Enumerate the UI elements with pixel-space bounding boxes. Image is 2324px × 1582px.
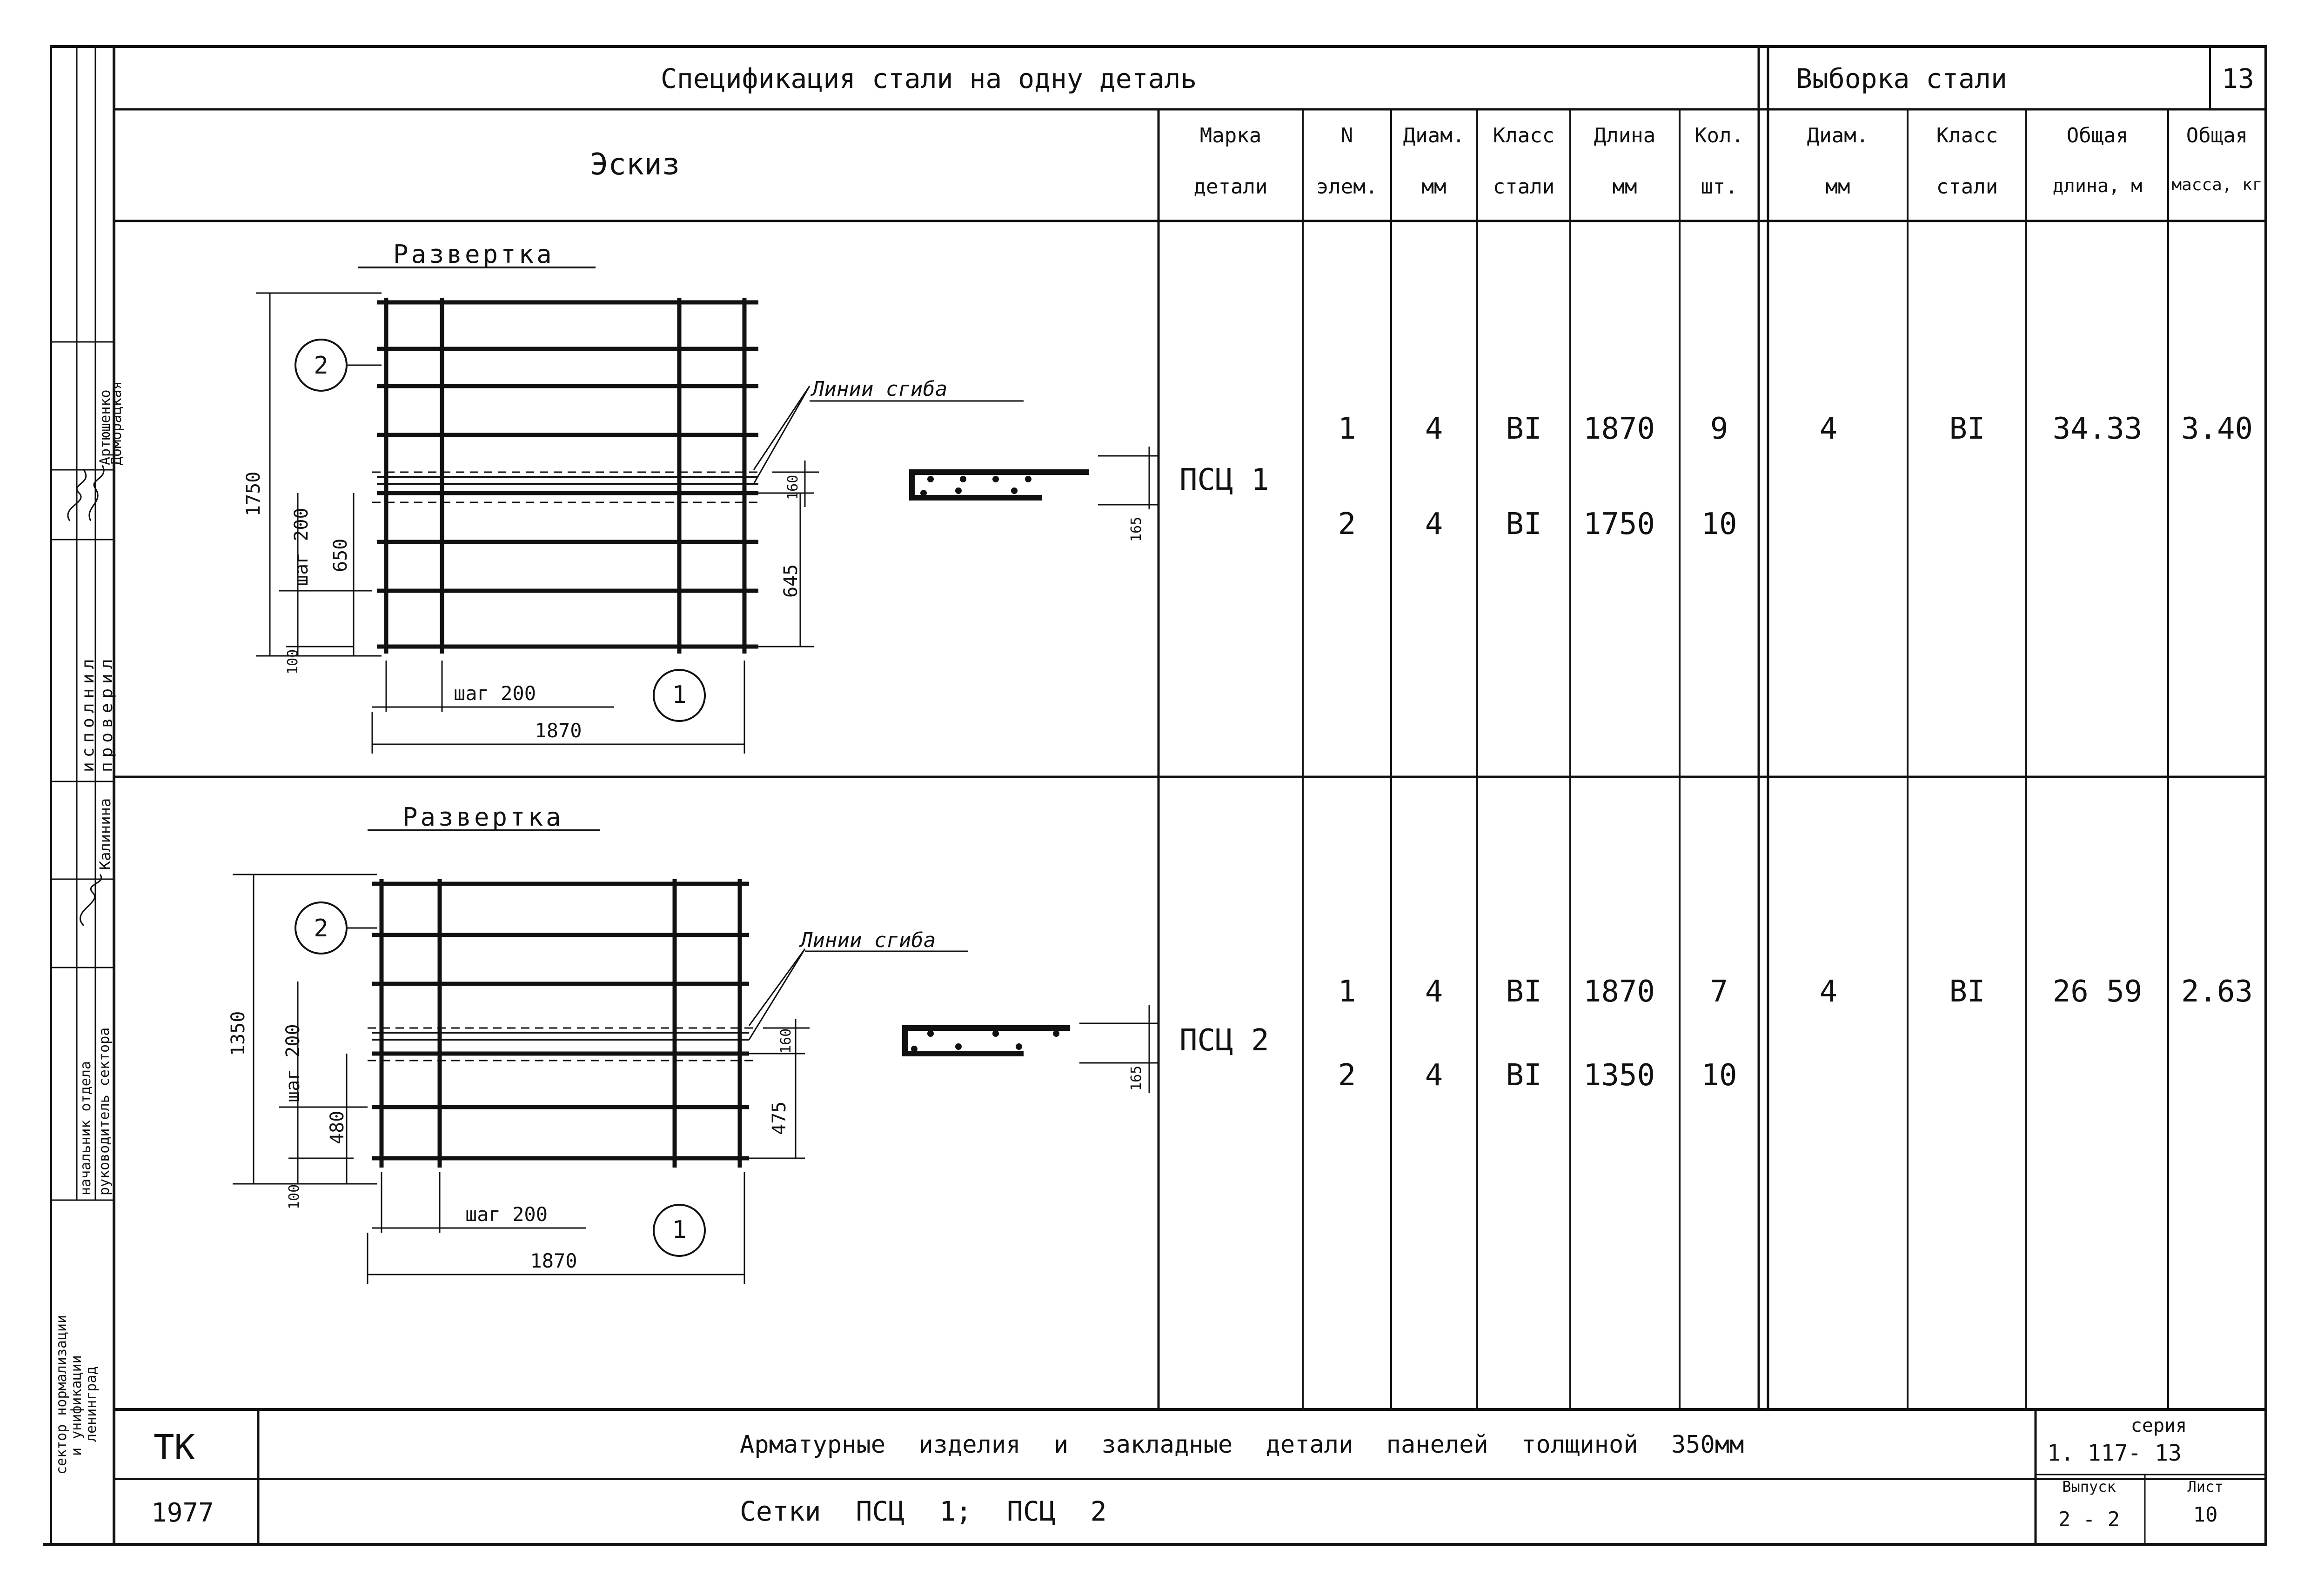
col-total-length-line2: длина, м: [2052, 175, 2143, 197]
sketch1-marker-1-circle: [653, 669, 706, 722]
tb-description: Арматурные изделия и закладные детали па…: [740, 1431, 1744, 1459]
part2-row2-n: 2: [1338, 1058, 1356, 1093]
part1-row1-n: 1: [1338, 412, 1356, 446]
part2-row2-diam: 4: [1425, 1058, 1443, 1093]
tb-code: ТК: [154, 1428, 195, 1468]
part2-row2-length: 1350: [1583, 1058, 1655, 1093]
part2-row1-qty: 7: [1710, 975, 1728, 1009]
part2-row1-diam: 4: [1425, 975, 1443, 1009]
col-qty-line1: Кол.: [1694, 124, 1744, 147]
col-qty-line2: шт.: [1701, 175, 1738, 199]
part2-sel-diam: 4: [1819, 975, 1838, 1009]
col-class-line2: стали: [1493, 175, 1555, 199]
sketch1-bend-label: Линии сгиба: [812, 377, 948, 401]
signature-3: [79, 874, 102, 927]
sketch1-width: 1870: [535, 719, 582, 742]
part2-sel-class: BI: [1949, 975, 1985, 1009]
tb-sheet-value: 10: [2193, 1503, 2218, 1527]
col-mark-line1: Марка: [1199, 124, 1262, 147]
sketch1-label: Развертка: [393, 240, 555, 269]
col-length-line2: мм: [1612, 175, 1637, 199]
part1-row2-length: 1750: [1583, 507, 1655, 541]
sketch2-marker-bottom: 1: [672, 1216, 687, 1244]
spec-title: Спецификация стали на одну деталь: [661, 63, 1197, 94]
signature-1: [67, 469, 87, 521]
part1-row1-qty: 9: [1710, 412, 1728, 446]
tb-issue-label: Выпуск: [2062, 1478, 2116, 1495]
part2-row1-class: BI: [1506, 975, 1542, 1009]
tb-subtitle: Сетки ПСЦ 1; ПСЦ 2: [740, 1495, 1107, 1527]
sketch2-marker-1-circle: [653, 1204, 706, 1257]
tb-sheet-label: Лист: [2187, 1478, 2224, 1495]
part1-row2-class: BI: [1506, 507, 1542, 541]
sketch-column-header: Эскиз: [590, 147, 680, 182]
col-diam-line2: мм: [1421, 175, 1447, 199]
col-mark-line2: детали: [1193, 175, 1268, 199]
sketch1-marker-bottom: 1: [672, 681, 687, 709]
part1-row2-n: 2: [1338, 507, 1356, 541]
part1-row2-qty: 10: [1701, 507, 1737, 541]
part1-row2-diam: 4: [1425, 507, 1443, 541]
sketch1-marker-top: 2: [314, 352, 328, 380]
sketch1-vertical-bars: [384, 298, 747, 654]
tb-series-label: серия: [2130, 1415, 2187, 1436]
part1-sel-diam: 4: [1819, 412, 1838, 446]
part1-row1-class: BI: [1506, 412, 1542, 446]
part1-mark: ПСЦ 1: [1179, 463, 1269, 497]
col-length-line1: Длина: [1594, 124, 1656, 147]
part1-sel-class: BI: [1949, 412, 1985, 446]
col-sel-diam-line2: мм: [1825, 175, 1850, 199]
tb-year: 1977: [151, 1498, 214, 1528]
sketch2-vertical-bars: [379, 879, 742, 1168]
col-sel-class-line2: стали: [1936, 175, 1998, 199]
sketch2-marker-top: 2: [314, 914, 328, 942]
sketch2-bend-label: Линии сгиба: [800, 928, 936, 952]
part2-total-length: 26 59: [2052, 975, 2143, 1009]
sheet-number: 13: [2222, 63, 2254, 94]
part1-total-mass: 3.40: [2181, 412, 2253, 446]
part1-total-length: 34.33: [2052, 412, 2143, 446]
part2-mark: ПСЦ 2: [1179, 1023, 1269, 1058]
sketch2-step-h: шаг 200: [465, 1203, 548, 1226]
col-elem-line1: N: [1340, 124, 1353, 147]
part1-row1-diam: 4: [1425, 412, 1443, 446]
sketch2-horizontal-bars: [372, 881, 749, 1161]
selection-title: Выборка стали: [1796, 63, 2007, 94]
col-elem-line2: элем.: [1316, 175, 1378, 199]
col-sel-class-line1: Класс: [1936, 124, 1998, 147]
part2-row2-class: BI: [1506, 1058, 1542, 1093]
sketch2-width: 1870: [530, 1249, 577, 1272]
signature-2: [88, 465, 105, 521]
part1-row1-length: 1870: [1583, 412, 1655, 446]
sketch1-step-h: шаг 200: [454, 682, 536, 705]
tb-series-value: 1. 117- 13: [2047, 1440, 2182, 1466]
col-sel-diam-line1: Диам.: [1807, 124, 1869, 147]
part2-row2-qty: 10: [1701, 1058, 1737, 1093]
part2-row1-length: 1870: [1583, 975, 1655, 1009]
sketch2-profile: [902, 1025, 1070, 1056]
sketch1-profile: [909, 469, 1089, 501]
part2-total-mass: 2.63: [2181, 975, 2253, 1009]
sketch2-label: Развертка: [402, 802, 564, 832]
col-total-mass-line1: Общая: [2186, 124, 2248, 147]
col-diam-line1: Диам.: [1403, 124, 1465, 147]
col-total-mass-line2: масса, кг: [2171, 175, 2263, 194]
part2-row1-n: 1: [1338, 975, 1356, 1009]
col-class-line1: Класс: [1493, 124, 1555, 147]
tb-issue-value: 2 - 2: [2058, 1508, 2120, 1531]
col-total-length-line1: Общая: [2066, 124, 2129, 147]
